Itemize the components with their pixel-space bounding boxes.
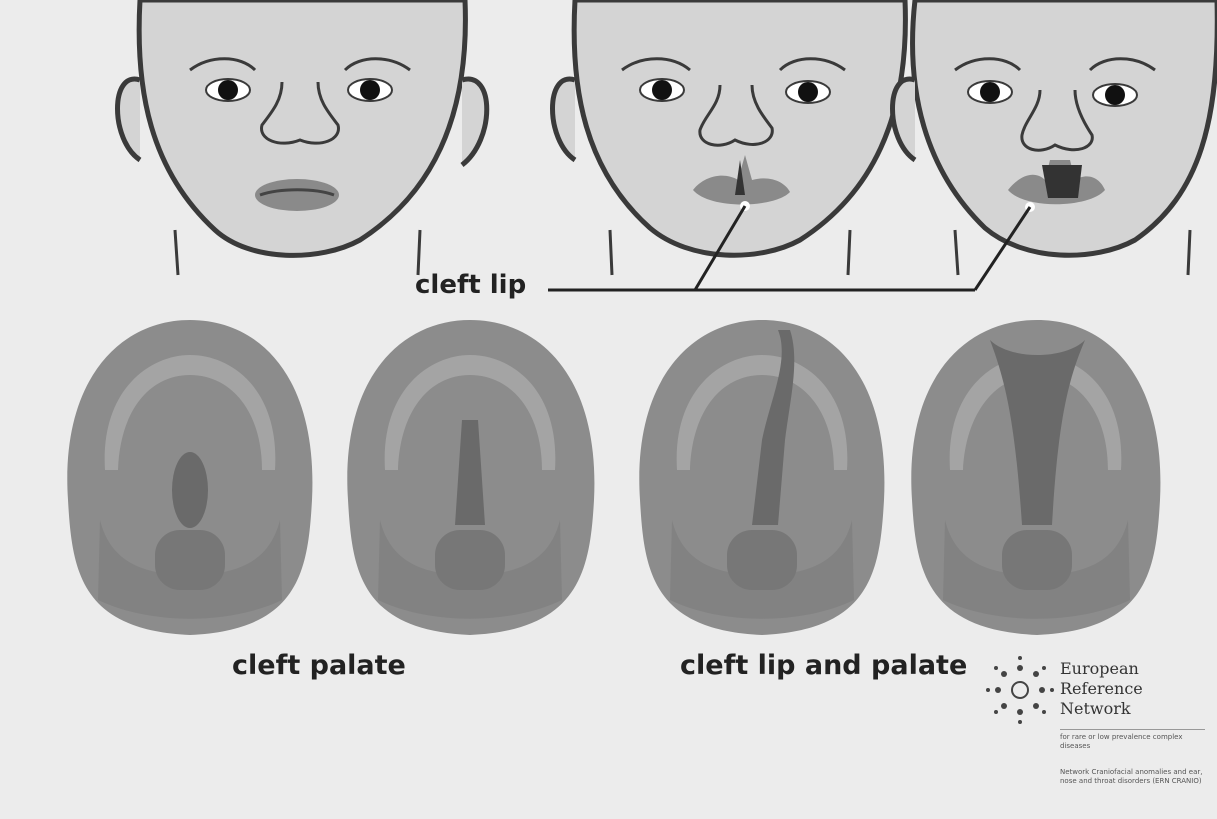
face-bilateral-cleft (893, 0, 1217, 275)
palate-3 (639, 320, 884, 635)
cleft-palate-label: cleft palate (232, 650, 406, 681)
ern-name-line-1: European (1060, 660, 1139, 678)
ern-sub-network: Network Craniofacial anomalies and ear, … (1060, 768, 1210, 786)
palate-4 (911, 320, 1160, 635)
palate-2 (347, 320, 594, 635)
palate-1 (67, 320, 312, 635)
ern-logo-mark (986, 656, 1054, 724)
face-normal (118, 0, 487, 275)
ern-divider (1060, 729, 1205, 730)
cleft-lip-and-palate-label: cleft lip and palate (680, 650, 967, 681)
ern-name-line-3: Network (1060, 700, 1131, 718)
ern-name-line-2: Reference (1060, 680, 1143, 698)
ern-tagline: for rare or low prevalence complex disea… (1060, 733, 1210, 751)
cleft-lip-label: cleft lip (415, 270, 526, 300)
